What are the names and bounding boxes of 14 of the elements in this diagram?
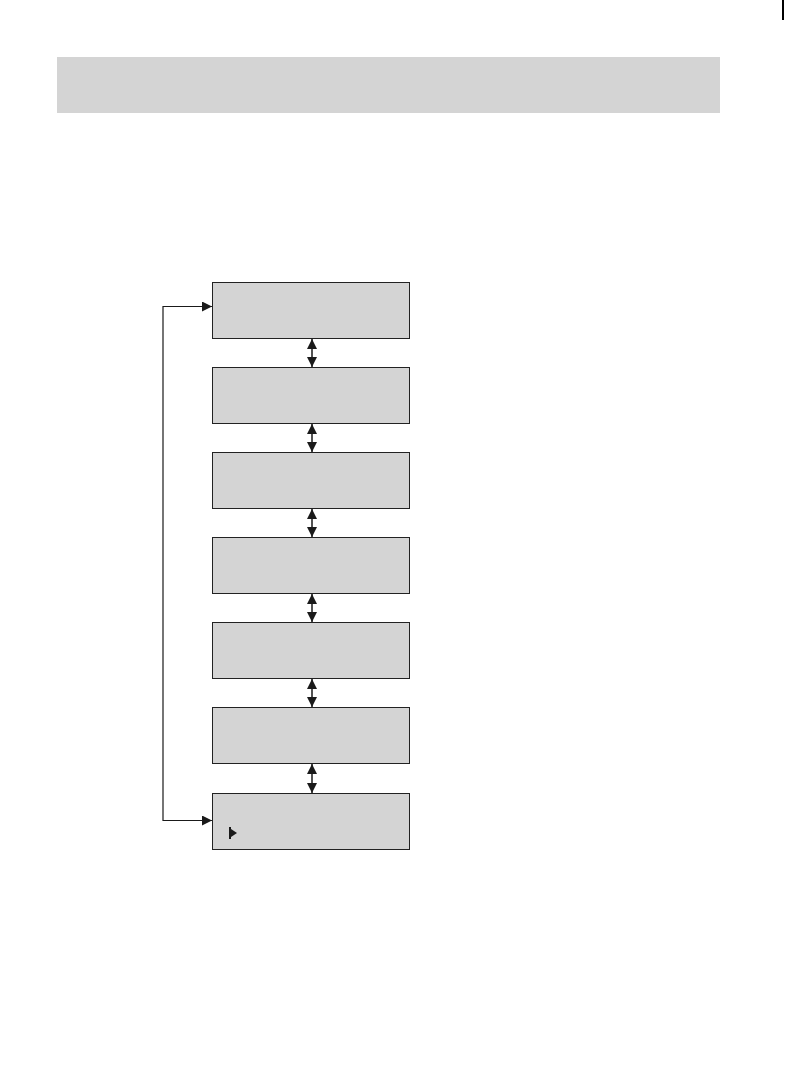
arrow [307,678,317,708]
display-box [212,452,410,509]
arrow [307,763,317,794]
arrow [307,423,317,453]
arrow [307,593,317,623]
display-box [212,707,410,764]
display-box [212,622,410,679]
arrow [162,301,213,826]
display-box [212,367,410,424]
display-box [212,793,410,850]
arrow [307,338,317,368]
arrow [307,508,317,538]
display-box [212,537,410,594]
display-box [212,282,410,339]
